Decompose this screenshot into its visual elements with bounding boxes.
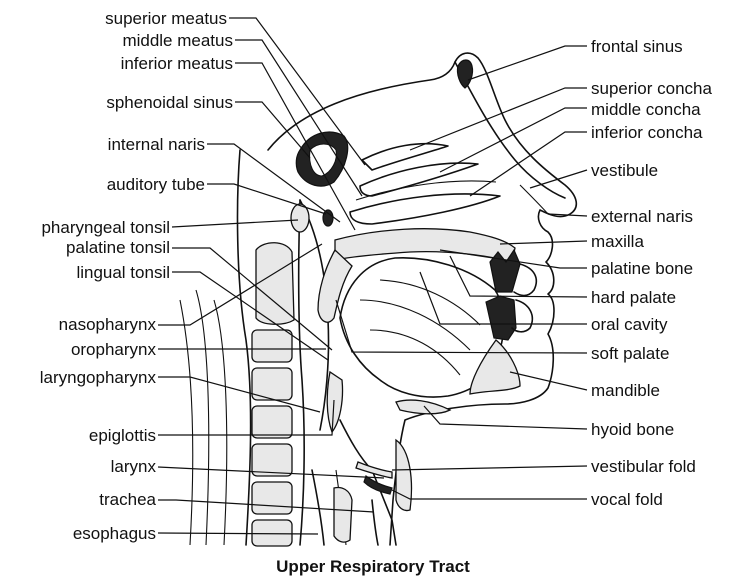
label-vestibular-fold: vestibular fold	[591, 457, 696, 476]
label-larynx: larynx	[111, 457, 157, 476]
right-leader-lines	[336, 46, 587, 499]
leader-vocal-fold	[392, 490, 587, 499]
label-maxilla: maxilla	[591, 232, 644, 251]
left-labels: superior meatus middle meatus inferior m…	[40, 9, 233, 543]
trachea-shape	[372, 500, 378, 545]
inferior-concha-shape	[350, 194, 500, 224]
vertebral-column	[180, 150, 304, 546]
label-nasopharynx: nasopharynx	[59, 315, 157, 334]
label-pharyngeal-tonsil: pharyngeal tonsil	[41, 218, 170, 237]
label-palatine-tonsil: palatine tonsil	[66, 238, 170, 257]
hyoid-bone-shape	[396, 400, 450, 414]
label-oral-cavity: oral cavity	[591, 315, 668, 334]
label-epiglottis: epiglottis	[89, 426, 156, 445]
leader-pharyngeal-tonsil	[172, 220, 298, 227]
label-oropharynx: oropharynx	[71, 340, 157, 359]
mandible-shape	[470, 340, 520, 394]
label-superior-concha: superior concha	[591, 79, 713, 98]
label-esophagus: esophagus	[73, 524, 156, 543]
diagram-title: Upper Respiratory Tract	[276, 557, 470, 576]
label-hard-palate: hard palate	[591, 288, 676, 307]
leader-laryngopharynx	[158, 377, 320, 412]
label-middle-meatus: middle meatus	[122, 31, 233, 50]
label-sphenoidal-sinus: sphenoidal sinus	[106, 93, 233, 112]
leader-frontal-sinus	[468, 46, 587, 80]
label-hyoid-bone: hyoid bone	[591, 420, 674, 439]
lower-teeth	[486, 296, 516, 340]
leader-vestibule	[530, 170, 587, 188]
leader-vestibular-fold	[392, 466, 587, 470]
leader-maxilla	[500, 241, 587, 244]
label-superior-meatus: superior meatus	[105, 9, 227, 28]
leader-lingual-tonsil	[172, 272, 328, 360]
frontal-sinus-shape	[457, 60, 472, 88]
label-vestibule: vestibule	[591, 161, 658, 180]
label-palatine-bone: palatine bone	[591, 259, 693, 278]
label-soft-palate: soft palate	[591, 344, 669, 363]
label-frontal-sinus: frontal sinus	[591, 37, 683, 56]
label-external-naris: external naris	[591, 207, 693, 226]
leader-esophagus	[158, 533, 318, 534]
auditory-tube-opening	[323, 210, 333, 226]
label-trachea: trachea	[99, 490, 156, 509]
label-middle-concha: middle concha	[591, 100, 701, 119]
label-lingual-tonsil: lingual tonsil	[76, 263, 170, 282]
label-inferior-meatus: inferior meatus	[121, 54, 233, 73]
leader-soft-palate	[336, 300, 587, 353]
leader-inferior-concha	[470, 132, 587, 196]
label-vocal-fold: vocal fold	[591, 490, 663, 509]
thyroid-cartilage	[396, 440, 411, 511]
vocal-fold-shape	[364, 476, 392, 494]
leader-epiglottis	[158, 400, 334, 435]
label-inferior-concha: inferior concha	[591, 123, 703, 142]
leader-superior-concha	[410, 88, 587, 150]
label-internal-naris: internal naris	[108, 135, 205, 154]
epiglottis-shape	[327, 372, 342, 432]
superior-concha-shape	[362, 144, 448, 170]
right-labels: frontal sinus superior concha middle con…	[591, 37, 713, 509]
head-outline	[268, 53, 576, 545]
soft-palate-shape	[318, 250, 352, 322]
label-laryngopharynx: laryngopharynx	[40, 368, 157, 387]
label-auditory-tube: auditory tube	[107, 175, 205, 194]
label-mandible: mandible	[591, 381, 660, 400]
